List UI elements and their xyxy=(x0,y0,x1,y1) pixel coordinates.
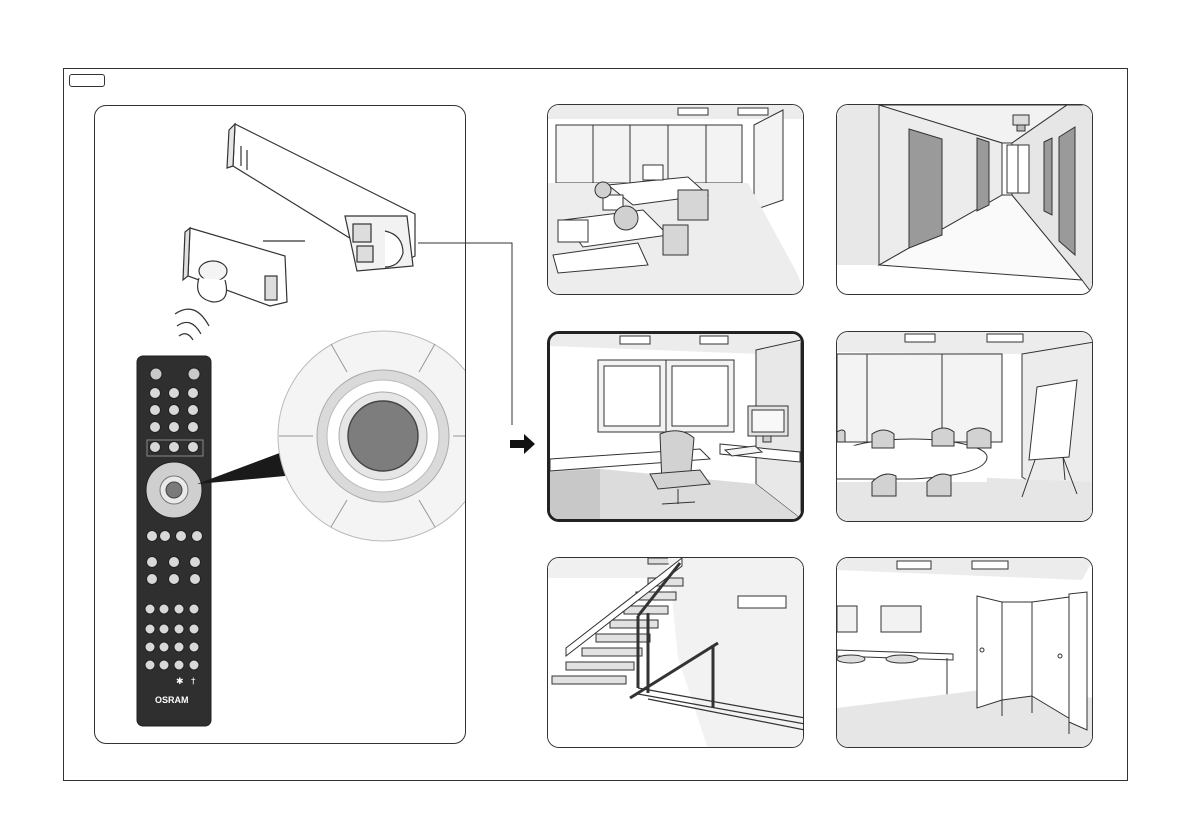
ok-center-button xyxy=(348,401,418,471)
washroom-illustration xyxy=(837,558,1093,748)
scene-staircase[interactable] xyxy=(547,557,804,748)
sensor-module xyxy=(183,228,305,306)
remote-control: ✱ † OSRAM xyxy=(137,356,211,726)
figure-tag xyxy=(69,74,105,87)
remote-symbol-cross: † xyxy=(191,677,196,687)
staircase-illustration xyxy=(548,558,804,748)
scene-meeting-room[interactable] xyxy=(836,331,1093,522)
meeting-room-illustration xyxy=(837,332,1093,522)
single-office-illustration xyxy=(550,334,801,519)
scene-single-office[interactable] xyxy=(547,331,804,522)
corridor-illustration xyxy=(837,105,1093,295)
signal-waves-icon xyxy=(175,309,209,340)
device-illustration: ✱ † OSRAM xyxy=(95,106,466,744)
device-panel: ✱ † OSRAM xyxy=(94,105,466,744)
open-plan-office-illustration xyxy=(548,105,804,295)
remote-brand-logo: OSRAM xyxy=(155,695,189,705)
scene-washroom[interactable] xyxy=(836,557,1093,748)
remote-symbol-star: ✱ xyxy=(176,677,184,687)
scene-open-plan-office[interactable] xyxy=(547,104,804,295)
scene-corridor[interactable] xyxy=(836,104,1093,295)
navigation-ring-zoom xyxy=(278,331,466,541)
